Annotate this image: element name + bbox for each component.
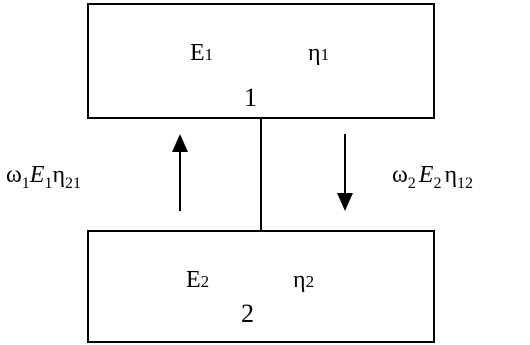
system-2-number: 2	[241, 299, 254, 328]
system-2-loss-label: η2	[293, 267, 314, 293]
system-2-box	[87, 230, 435, 343]
up-arrow-icon	[172, 134, 188, 152]
system-1-energy-label: E1	[190, 40, 213, 66]
system-1-number: 1	[244, 83, 257, 112]
system-1-box	[87, 3, 435, 119]
down-arrow-icon	[337, 193, 353, 211]
system-2-energy-label: E2	[186, 267, 209, 293]
system-1-loss-label: η1	[308, 40, 329, 66]
flow-up-label: ω1E1η21	[6, 162, 81, 192]
